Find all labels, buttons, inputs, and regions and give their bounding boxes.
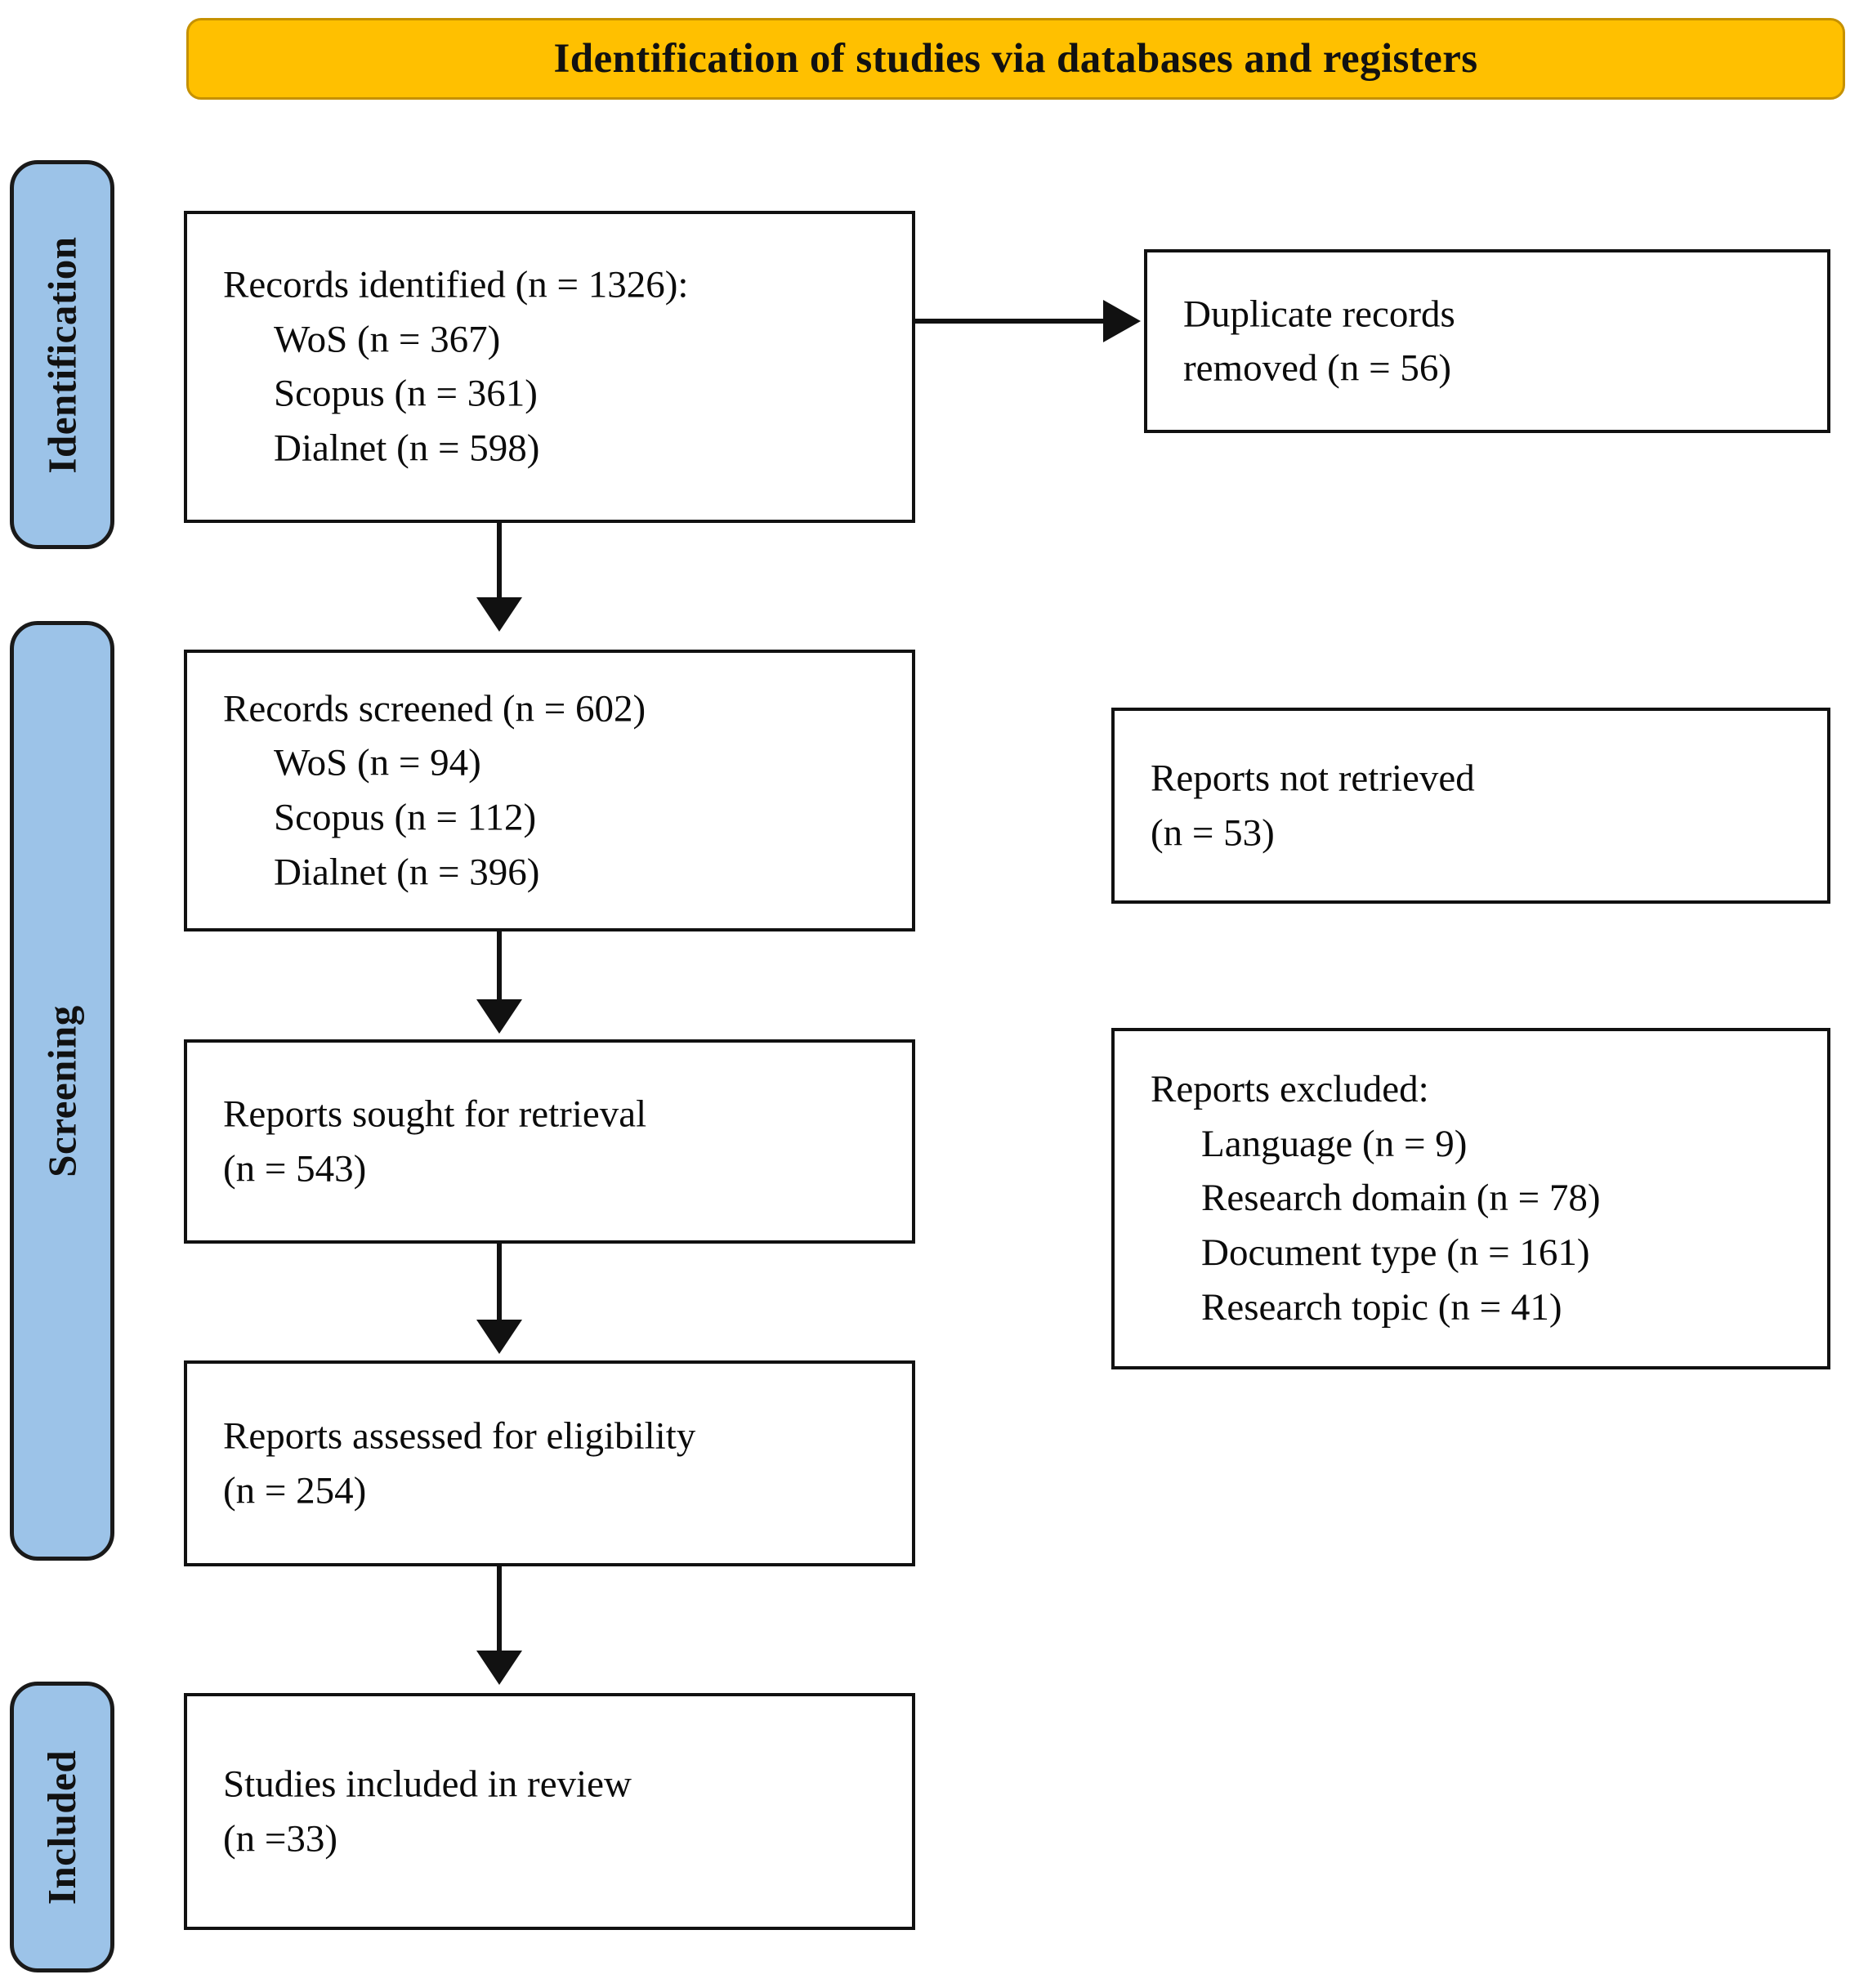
reports-excluded-reason-document-type: Document type (n = 161) bbox=[1201, 1231, 1590, 1275]
duplicates-removed-line2: removed (n = 56) bbox=[1183, 346, 1451, 390]
arrow-down-icon-screened-to-sought bbox=[476, 999, 522, 1034]
records-identified-title: Records identified (n = 1326): bbox=[223, 263, 689, 306]
records-screened-title: Records screened (n = 602) bbox=[223, 687, 646, 730]
box-reports-assessed-for-eligibility: Reports assessed for eligibility (n = 25… bbox=[184, 1360, 915, 1566]
arrow-down-icon-assessed-to-included bbox=[476, 1651, 522, 1685]
reports-sought-line2: (n = 543) bbox=[223, 1147, 367, 1190]
records-identified-source-dialnet: Dialnet (n = 598) bbox=[274, 427, 540, 470]
records-screened-source-dialnet: Dialnet (n = 396) bbox=[274, 851, 540, 894]
reports-excluded-title: Reports excluded: bbox=[1151, 1068, 1429, 1111]
arrow-right-icon-identified-to-duplicates bbox=[1103, 300, 1141, 342]
reports-assessed-line2: (n = 254) bbox=[223, 1469, 367, 1512]
reports-assessed-line1: Reports assessed for eligibility bbox=[223, 1414, 696, 1458]
records-screened-source-wos: WoS (n = 94) bbox=[274, 741, 481, 784]
box-studies-included-in-review: Studies included in review (n =33) bbox=[184, 1693, 915, 1930]
connector-assessed-to-included-line bbox=[497, 1566, 502, 1658]
reports-excluded-reason-language: Language (n = 9) bbox=[1201, 1122, 1468, 1165]
connector-identified-to-screened-line bbox=[497, 523, 502, 605]
box-reports-excluded: Reports excluded: Language (n = 9) Resea… bbox=[1111, 1028, 1830, 1369]
reports-excluded-reason-research-topic: Research topic (n = 41) bbox=[1201, 1286, 1562, 1329]
connector-identified-to-duplicates-line bbox=[915, 319, 1118, 324]
box-duplicate-records-removed: Duplicate records removed (n = 56) bbox=[1144, 249, 1830, 433]
box-reports-not-retrieved: Reports not retrieved (n = 53) bbox=[1111, 708, 1830, 904]
records-identified-source-scopus: Scopus (n = 361) bbox=[274, 373, 538, 415]
stage-label-identification-text: Identification bbox=[39, 235, 85, 474]
stage-label-included-text: Included bbox=[39, 1749, 85, 1905]
stage-label-screening-text: Screening bbox=[39, 1004, 85, 1177]
box-reports-sought-for-retrieval: Reports sought for retrieval (n = 543) bbox=[184, 1039, 915, 1244]
records-screened-source-scopus: Scopus (n = 112) bbox=[274, 796, 537, 839]
stage-label-identification: Identification bbox=[10, 160, 114, 549]
stage-label-screening: Screening bbox=[10, 621, 114, 1561]
studies-included-line1: Studies included in review bbox=[223, 1762, 632, 1806]
box-records-identified: Records identified (n = 1326): WoS (n = … bbox=[184, 211, 915, 523]
stage-label-included: Included bbox=[10, 1682, 114, 1972]
duplicates-removed-line1: Duplicate records bbox=[1183, 292, 1455, 335]
connector-sought-to-assessed-line bbox=[497, 1244, 502, 1327]
reports-sought-line1: Reports sought for retrieval bbox=[223, 1092, 647, 1136]
arrow-down-icon-sought-to-assessed bbox=[476, 1320, 522, 1354]
reports-not-retrieved-line1: Reports not retrieved bbox=[1151, 757, 1475, 800]
arrow-down-icon-identified-to-screened bbox=[476, 597, 522, 632]
diagram-header-banner: Identification of studies via databases … bbox=[186, 18, 1845, 100]
reports-excluded-reason-research-domain: Research domain (n = 78) bbox=[1201, 1177, 1601, 1220]
records-identified-source-wos: WoS (n = 367) bbox=[274, 318, 501, 361]
box-records-screened: Records screened (n = 602) WoS (n = 94) … bbox=[184, 650, 915, 931]
reports-not-retrieved-line2: (n = 53) bbox=[1151, 811, 1275, 854]
connector-screened-to-sought-line bbox=[497, 931, 502, 1007]
studies-included-line2: (n =33) bbox=[223, 1817, 338, 1860]
page-title: Identification of studies via databases … bbox=[553, 36, 1478, 82]
